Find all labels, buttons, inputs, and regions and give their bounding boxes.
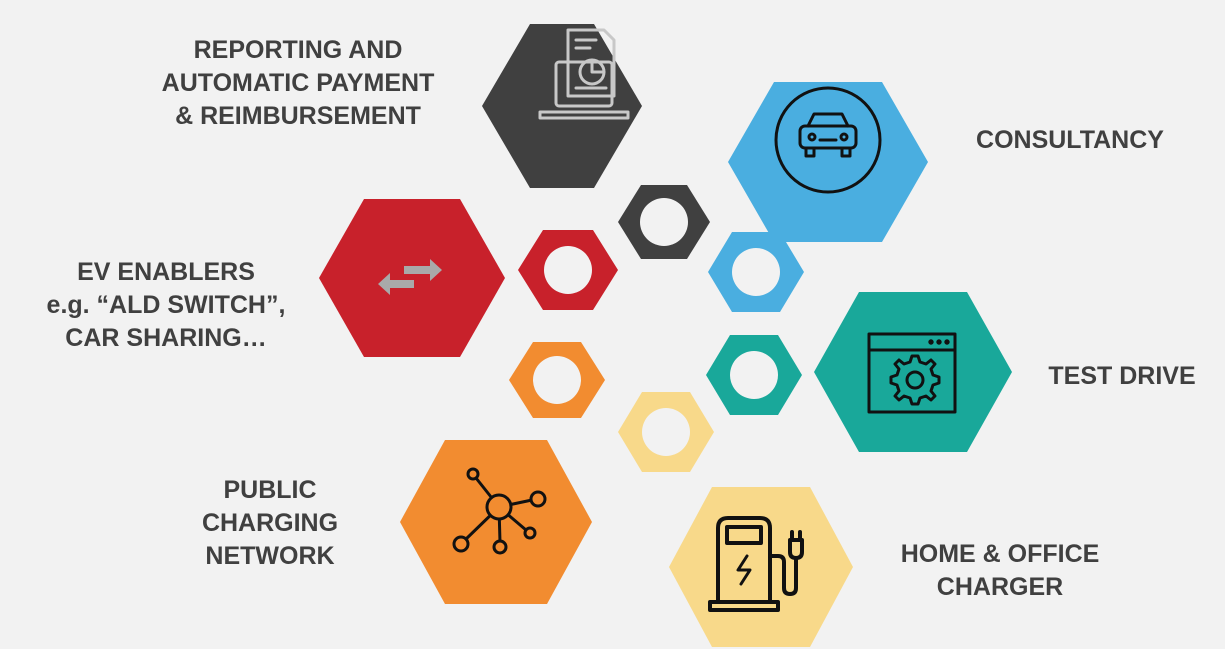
label-public-charging-line: CHARGING [201, 509, 339, 537]
label-public-charging-line: PUBLIC [223, 476, 317, 504]
label-reporting-line: & REIMBURSEMENT [175, 102, 421, 130]
label-home-office: HOME & OFFICE CHARGER [860, 538, 1140, 604]
label-ev-enablers-line: CAR SHARING… [65, 324, 267, 352]
label-ev-enablers: EV ENABLERS e.g. “ALD SWITCH”, CAR SHARI… [0, 256, 332, 355]
label-test-drive: TEST DRIVE [1022, 360, 1222, 393]
label-ev-enablers-line: EV ENABLERS [77, 258, 255, 286]
home-office-hexagon[interactable] [669, 487, 853, 647]
label-public-charging-line: NETWORK [205, 542, 335, 570]
public-charging-ring-hole [533, 356, 581, 404]
label-home-office-line: CHARGER [936, 573, 1064, 601]
ev-enablers-hexagon[interactable] [319, 199, 505, 357]
label-public-charging: PUBLIC CHARGING NETWORK [170, 474, 370, 573]
label-reporting: REPORTING AND AUTOMATIC PAYMENT & REIMBU… [128, 34, 468, 133]
browser-gear-icon [867, 332, 957, 414]
swap-arrows-icon [378, 259, 442, 295]
label-consultancy: CONSULTANCY [940, 124, 1200, 157]
ev-charger-icon [708, 516, 804, 612]
home-office-ring-hole [642, 408, 690, 456]
consultancy-ring-hole [732, 248, 780, 296]
connector-rings [509, 185, 804, 472]
ev-enablers-ring-hole [544, 246, 592, 294]
label-reporting-line: AUTOMATIC PAYMENT [161, 69, 435, 97]
label-reporting-line: REPORTING AND [193, 36, 403, 64]
public-charging-hexagon[interactable] [400, 440, 592, 604]
label-home-office-line: HOME & OFFICE [900, 540, 1100, 568]
label-ev-enablers-line: e.g. “ALD SWITCH”, [46, 291, 286, 319]
report-laptop-icon [538, 28, 630, 120]
label-consultancy-line: CONSULTANCY [976, 126, 1164, 154]
test-drive-ring-hole [730, 351, 778, 399]
label-test-drive-line: TEST DRIVE [1048, 362, 1196, 390]
network-icon [452, 467, 547, 555]
car-icon [774, 86, 882, 194]
reporting-ring-hole [640, 198, 688, 246]
consultancy-hexagon[interactable] [728, 82, 928, 242]
